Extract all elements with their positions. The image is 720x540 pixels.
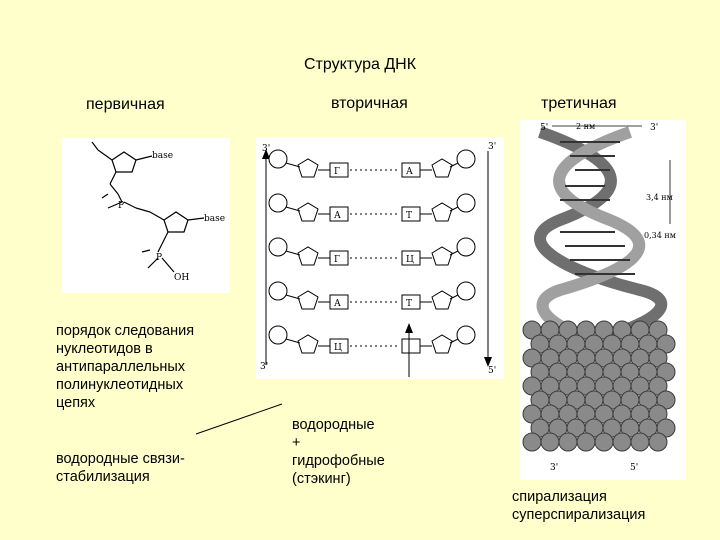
right-phosphate <box>456 149 476 169</box>
phosphate-label-1: P <box>118 201 124 211</box>
left-base-letter: А <box>334 211 341 221</box>
supercoil-spheres <box>522 320 676 452</box>
right-arrowhead <box>484 357 492 367</box>
base-label-1: base <box>152 151 173 161</box>
primary-description: порядок следования нуклеотидов в антипар… <box>56 322 194 412</box>
right-base-letter: А <box>406 167 413 177</box>
right-backbone <box>449 250 459 256</box>
left-phosphate <box>268 193 288 213</box>
left-top-end-label: 3' <box>262 144 270 154</box>
primary-bonds: водородные связи- стабилизация <box>56 450 185 486</box>
right-backbone <box>449 294 459 300</box>
tertiary-heading: третичная <box>541 95 617 112</box>
tertiary-desc-line: спирализация <box>512 489 607 505</box>
right-sugar <box>431 334 453 354</box>
left-base-letter: Г <box>334 255 340 265</box>
primary-bond-line: водородные связи- <box>56 451 185 467</box>
left-backbone <box>285 162 301 168</box>
left-base-letter: А <box>334 299 341 309</box>
base-pair-row: Ц <box>268 325 476 354</box>
sugar-ring-1 <box>111 151 137 173</box>
secondary-bond-line: гидрофобные <box>292 453 385 469</box>
left-backbone <box>285 250 301 256</box>
left-bottom-end-label: 3' <box>260 362 268 372</box>
width-label: 2 нм <box>576 122 595 131</box>
left-phosphate <box>268 149 288 169</box>
bottom-left-end-label: 3' <box>550 463 558 473</box>
left-arrowhead <box>262 149 270 159</box>
primary-structure-figure: base base P P OH <box>62 138 230 293</box>
phosphate-label-2: P <box>156 253 162 263</box>
left-phosphate <box>268 281 288 301</box>
primary-desc-line: цепях <box>56 395 96 411</box>
secondary-bond-line: (стэкинг) <box>292 471 351 487</box>
bond-pointer-arrowhead <box>405 323 413 333</box>
right-sugar <box>431 290 453 310</box>
atom-sphere <box>648 432 668 452</box>
sugar-ring-2 <box>163 211 189 233</box>
primary-desc-line: порядок следования <box>56 323 195 339</box>
left-phosphate <box>268 325 288 345</box>
right-sugar <box>431 202 453 222</box>
primary-desc-line: полинуклеотидных <box>56 377 184 393</box>
right-sugar <box>431 158 453 178</box>
bottom-right-end-label: 5' <box>630 463 638 473</box>
left-phosphate <box>268 237 288 257</box>
secondary-heading: вторичная <box>331 95 408 112</box>
page-title: Структура ДНК <box>303 56 417 73</box>
left-sugar <box>297 158 319 178</box>
secondary-bond-line: + <box>292 435 301 451</box>
right-phosphate <box>456 193 476 213</box>
double-helix-diagram: 5' 3' 2 нм 3,4 нм 0,34 нм 3' 5' <box>522 122 676 473</box>
right-phosphate <box>456 325 476 345</box>
primary-bond-line: стабилизация <box>56 469 150 485</box>
right-backbone <box>449 206 459 212</box>
right-base-letter: Т <box>406 299 412 309</box>
top-right-end-label: 3' <box>650 123 658 133</box>
right-base-letter: Ц <box>406 255 414 265</box>
left-sugar <box>297 202 319 222</box>
right-phosphate <box>456 281 476 301</box>
left-sugar <box>297 334 319 354</box>
left-base-letter: Ц <box>334 343 342 353</box>
secondary-bond-line: водородные <box>292 417 375 433</box>
left-sugar <box>297 290 319 310</box>
right-base-letter: Т <box>406 211 412 221</box>
right-backbone <box>449 162 459 168</box>
left-backbone <box>285 294 301 300</box>
primary-desc-line: нуклеотидов в <box>56 341 153 357</box>
nucleotide-chain-diagram: base base P P OH <box>91 141 225 283</box>
right-phosphate <box>456 237 476 257</box>
helix-strand-1 <box>534 126 668 341</box>
left-base-letter: Г <box>334 167 340 177</box>
base-pair-rungs <box>560 141 635 275</box>
oh-label: OH <box>174 273 189 283</box>
tertiary-desc-line: суперспирализация <box>512 507 646 523</box>
primary-bond-pointer <box>195 403 283 435</box>
primary-heading: первичная <box>86 96 165 113</box>
right-sugar <box>431 246 453 266</box>
left-backbone <box>285 338 301 344</box>
right-backbone <box>449 338 459 344</box>
tertiary-description: спирализация суперспирализация <box>512 488 645 524</box>
right-bottom-end-label: 5' <box>488 366 496 376</box>
step-label: 0,34 нм <box>644 231 676 240</box>
right-top-end-label: 3' <box>488 142 496 152</box>
secondary-bonds: водородные + гидрофобные (стэкинг) <box>292 416 385 488</box>
primary-desc-line: антипараллельных <box>56 359 186 375</box>
tertiary-structure-figure: 5' 3' 2 нм 3,4 нм 0,34 нм 3' 5' <box>520 120 686 480</box>
pitch-label: 3,4 нм <box>646 193 673 202</box>
helix-strand-2 <box>536 126 646 341</box>
left-backbone <box>285 206 301 212</box>
left-sugar <box>297 246 319 266</box>
base-label-2: base <box>204 214 225 224</box>
top-left-end-label: 5' <box>540 123 548 133</box>
